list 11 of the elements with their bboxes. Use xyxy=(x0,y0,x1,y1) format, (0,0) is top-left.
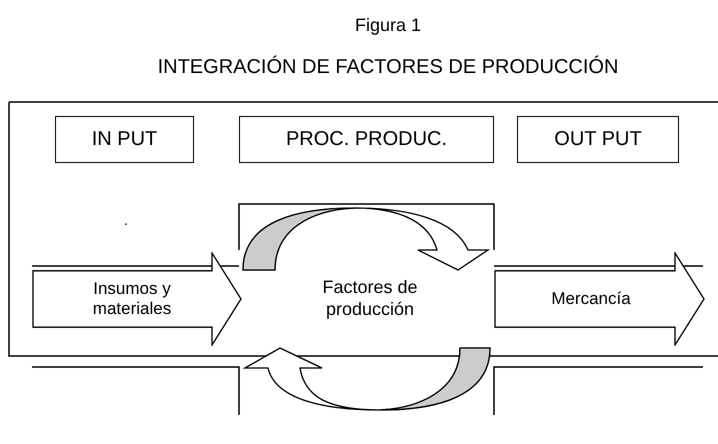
block-arrow xyxy=(494,252,705,346)
arrow-label: Insumos y materiales xyxy=(92,279,172,319)
node-label: Factores de producción xyxy=(300,268,440,328)
label-box: OUT PUT xyxy=(517,116,679,163)
label-text: . xyxy=(124,212,128,228)
figure-caption: Figura 1 xyxy=(354,15,422,36)
block-arrow xyxy=(32,252,242,346)
diagram-title: INTEGRACIÓN DE FACTORES DE PRODUCCIÓN xyxy=(156,56,620,79)
label-box: IN PUT xyxy=(55,116,194,163)
arrow-label: Mercancía xyxy=(550,289,632,309)
label-box: PROC. PRODUC. xyxy=(239,116,494,163)
